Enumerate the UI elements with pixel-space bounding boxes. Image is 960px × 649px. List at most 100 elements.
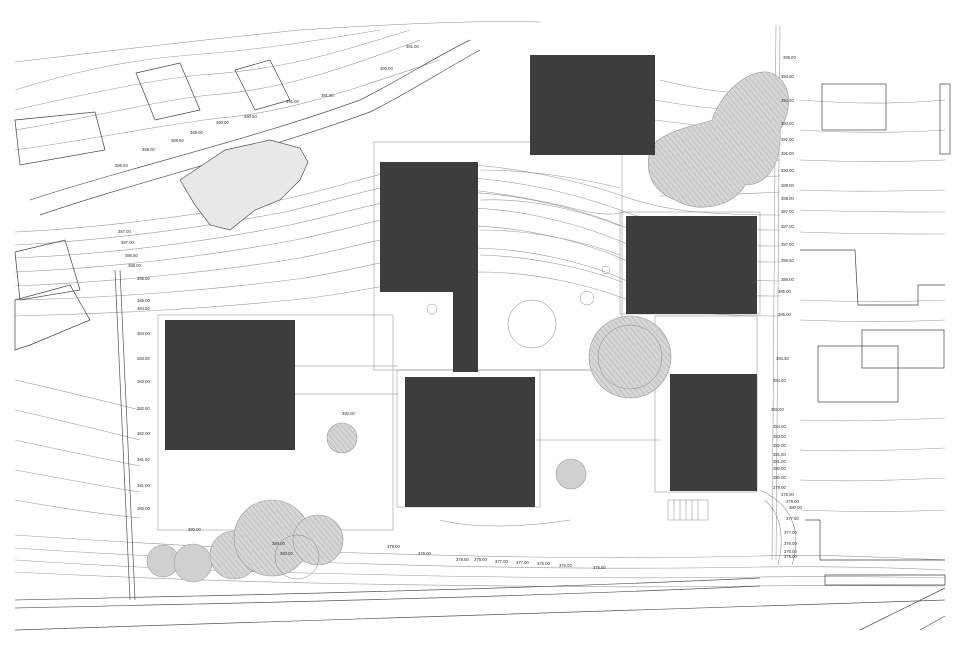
neighbor-fence <box>824 574 946 586</box>
road-edge <box>14 577 761 601</box>
building-south <box>405 377 535 507</box>
upper-road-edge <box>29 39 471 201</box>
elevation-label: 379.00 <box>387 544 400 549</box>
elevation-label: 376.00 <box>537 561 550 566</box>
elevation-label: 385.00 <box>778 312 791 317</box>
contour-line <box>14 39 421 131</box>
light-well <box>426 303 438 315</box>
contour-line <box>799 319 946 322</box>
elevation-label: 383.00 <box>771 407 784 412</box>
elevation-label: 390.50 <box>244 114 257 119</box>
neighbor-house <box>817 345 899 403</box>
elevation-label: 384.00 <box>773 424 786 429</box>
contour-line <box>14 29 381 91</box>
elevation-label: 375.50 <box>593 565 606 570</box>
elevation-label: 380.00 <box>773 466 786 471</box>
path-outline <box>295 365 660 441</box>
elevation-label: 380.00 <box>272 541 285 546</box>
building-northwest <box>380 162 478 292</box>
site-boundary <box>14 21 541 63</box>
contour-line <box>14 409 141 441</box>
contour-line <box>14 571 946 588</box>
road-edge <box>14 585 761 609</box>
contour-line <box>14 439 141 467</box>
elevation-label: 384.00 <box>137 331 150 336</box>
contour-line <box>799 231 946 235</box>
tree-canopy <box>292 514 344 566</box>
elevation-label: 390.00 <box>380 66 393 71</box>
elevation-label: 386.50 <box>115 163 128 168</box>
elevation-label: 378.00 <box>781 492 794 497</box>
neighbor-fence <box>800 249 945 306</box>
tree-canopy <box>173 543 213 583</box>
elevation-label: 394.00 <box>781 74 794 79</box>
elevation-label: 385.00 <box>137 298 150 303</box>
site-boundary <box>119 269 136 601</box>
stair <box>667 499 709 521</box>
building-connector <box>453 292 478 372</box>
elevation-label: 392.00 <box>781 137 794 142</box>
elevation-label: 387.00 <box>781 224 794 229</box>
elevation-label: 383.50 <box>137 356 150 361</box>
upper-road-edge <box>39 49 481 216</box>
elevation-label: 381.50 <box>773 452 786 457</box>
elevation-label: 376.00 <box>784 549 797 554</box>
contour-line <box>799 129 946 133</box>
elevation-label: 387.00 <box>121 240 134 245</box>
elevation-label: 388.00 <box>142 147 155 152</box>
contour-line <box>14 469 141 493</box>
contour-line <box>14 534 946 561</box>
elevation-label: 385.50 <box>137 276 150 281</box>
road-edge <box>919 615 946 631</box>
contour-line <box>14 499 141 519</box>
elevation-label: 384.00 <box>773 378 786 383</box>
contour-line <box>799 159 946 162</box>
contour-line <box>799 417 946 422</box>
elevation-label: 383.00 <box>137 379 150 384</box>
contour-line <box>799 189 946 192</box>
light-well <box>601 265 611 275</box>
contour-line <box>764 499 782 566</box>
neighbor-house-roof <box>179 139 309 231</box>
elevation-label: 386.50 <box>781 258 794 263</box>
elevation-label: 395.00 <box>783 55 796 60</box>
elevation-label: 390.00 <box>781 168 794 173</box>
elevation-label: 381.00 <box>773 459 786 464</box>
neighbor-house <box>14 239 81 301</box>
elevation-label: 381.50 <box>137 457 150 462</box>
tree-trunk-ring <box>274 534 320 580</box>
elevation-label: 391.00 <box>781 151 794 156</box>
contour-line <box>799 477 946 482</box>
neighbor-house <box>14 284 91 351</box>
elevation-label: 378.50 <box>456 557 469 562</box>
elevation-label: 380.00 <box>188 527 201 532</box>
elevation-label: 377.50 <box>786 516 799 521</box>
elevation-label: 379.00 <box>773 485 786 490</box>
elevation-label: 386.50 <box>125 253 138 258</box>
building-east <box>626 216 757 314</box>
contour-line <box>14 59 441 151</box>
elevation-label: 380.00 <box>137 506 150 511</box>
site-boundary <box>114 269 131 601</box>
elevation-label: 382.00 <box>137 431 150 436</box>
tree-canopy-cluster <box>647 71 789 208</box>
neighbor-fence <box>805 519 945 561</box>
elevation-labels: 391.00390.00391.50391.00390.50390.00389.… <box>115 44 802 570</box>
elevation-label: 376.00 <box>784 541 797 546</box>
road-edge <box>859 587 946 631</box>
elevation-label: 380.00 <box>773 475 786 480</box>
contour-line <box>479 229 621 256</box>
elevation-label: 386.00 <box>128 263 141 268</box>
neighbor-house <box>821 83 887 131</box>
elevation-label: 382.50 <box>137 406 150 411</box>
front-steps <box>439 519 571 527</box>
building-west <box>165 320 295 450</box>
elevation-label: 391.00 <box>286 99 299 104</box>
contour-line <box>799 509 946 512</box>
light-well <box>579 290 595 306</box>
elevation-label: 376.00 <box>559 563 572 568</box>
contour-line <box>799 299 946 302</box>
elevation-label: 389.00 <box>781 183 794 188</box>
trees <box>146 71 789 583</box>
contour-line <box>14 379 141 411</box>
